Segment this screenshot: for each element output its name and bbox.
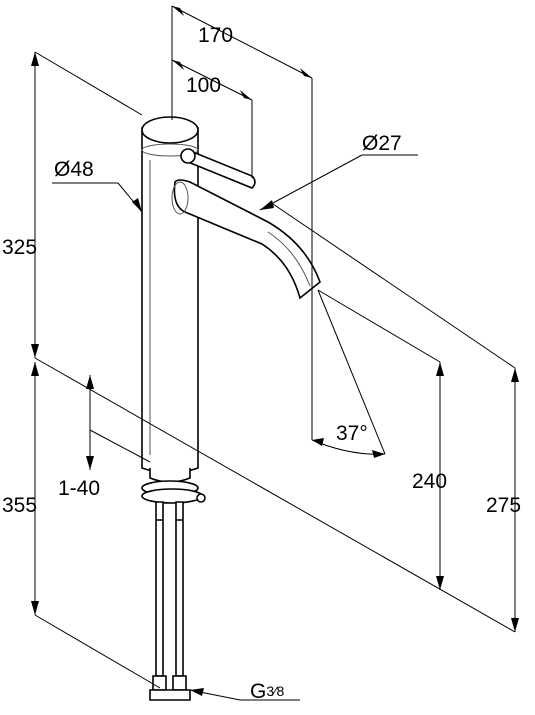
- dimension-lines: [34, 5, 516, 701]
- faucet-body: [141, 116, 199, 474]
- dim-body-diameter: Ø48: [54, 158, 94, 181]
- dim-total-height: 275: [486, 494, 521, 517]
- dim-outlet-height: 240: [412, 470, 447, 493]
- dim-spout-reach: 170: [198, 24, 233, 47]
- dim-deck-thickness: 1-40: [58, 477, 100, 500]
- base-flange: [141, 468, 206, 504]
- dim-spout-diameter: Ø27: [362, 132, 402, 155]
- dim-lever-reach: 100: [186, 74, 221, 97]
- spout: [171, 179, 321, 300]
- dim-connection-thread: G3⁄8: [250, 680, 284, 703]
- dim-height-below-deck: 355: [2, 494, 37, 517]
- supply-hoses: [149, 501, 191, 701]
- dim-spout-angle: 37°: [336, 422, 368, 445]
- dim-height-above-deck: 325: [2, 236, 37, 259]
- arrowheads: [31, 6, 519, 696]
